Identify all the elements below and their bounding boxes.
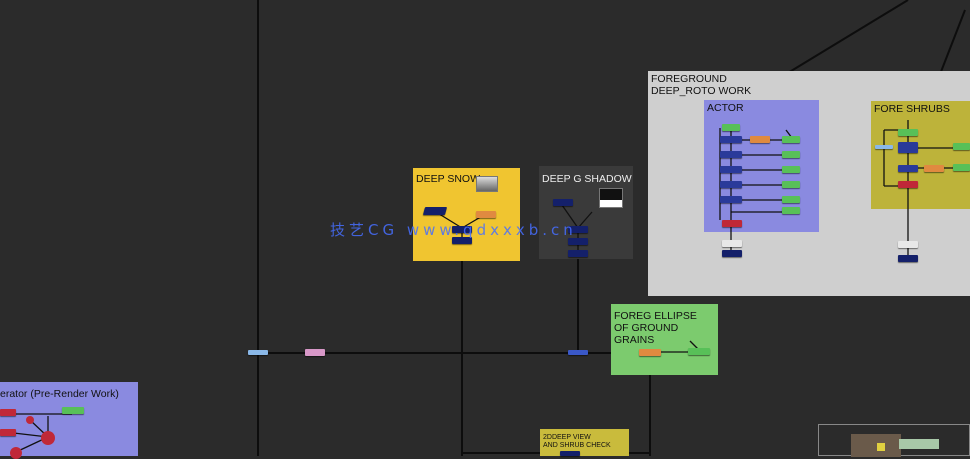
backdrop-generator[interactable]: erator (Pre-Render Work) — [0, 382, 138, 456]
actor-node-green-3[interactable] — [782, 166, 800, 173]
generator-dot-bottom[interactable] — [10, 447, 22, 459]
backdrop-fore-shrubs-label: FORE SHRUBS — [874, 103, 950, 115]
generator-dot-small[interactable] — [26, 416, 34, 424]
backdrop-deep-view[interactable]: 2DDEEP VIEW AND SHRUB CHECK — [540, 429, 629, 456]
shrubs-node-white[interactable] — [898, 241, 918, 248]
deep-shadow-node-merge[interactable] — [568, 226, 588, 233]
backdrop-foreground-label: FOREGROUND DEEP_ROTO WORK — [651, 73, 752, 97]
deep-view-node[interactable] — [560, 451, 580, 456]
backdrop-fore-shrubs[interactable]: FORE SHRUBS — [871, 101, 970, 209]
deep-shadow-node-1[interactable] — [553, 199, 573, 206]
viewer-minimap[interactable] — [818, 424, 970, 457]
shrubs-node-green-2[interactable] — [953, 164, 970, 171]
minimap-node-strip — [899, 439, 939, 449]
minimap-marker-icon — [877, 443, 885, 451]
actor-node-3[interactable] — [720, 166, 742, 173]
main-node-pink[interactable] — [305, 349, 325, 356]
actor-node-1[interactable] — [720, 136, 742, 143]
backdrop-foreground-ellipse-label: FOREG ELLIPSE OF GROUND GRAINS — [614, 310, 697, 346]
shrubs-node-output[interactable] — [898, 255, 918, 262]
shrubs-node-light-blue[interactable] — [875, 145, 893, 149]
ellipse-node-green[interactable] — [688, 348, 710, 355]
shrubs-node-green-top[interactable] — [898, 129, 918, 136]
backdrop-deep-g-shadow-label: DEEP G SHADOW — [542, 173, 632, 185]
actor-node-green-1[interactable] — [782, 136, 800, 143]
main-node-blue[interactable] — [568, 350, 588, 355]
actor-node-green-6[interactable] — [782, 207, 800, 214]
actor-node-green-4[interactable] — [782, 181, 800, 188]
deep-snow-node-orange[interactable] — [476, 211, 496, 218]
generator-node-green[interactable] — [62, 407, 84, 414]
deep-snow-node-output[interactable] — [452, 237, 472, 244]
minimap-region — [851, 434, 901, 457]
actor-node-green-top[interactable] — [722, 124, 740, 131]
generator-node-red-2[interactable] — [0, 429, 16, 436]
actor-node-4[interactable] — [720, 181, 742, 188]
ellipse-node-orange[interactable] — [639, 349, 661, 356]
deep-snow-thumbnail — [476, 176, 498, 192]
backdrop-deep-view-label: 2DDEEP VIEW AND SHRUB CHECK — [543, 434, 611, 449]
watermark: 技艺CG www.qdxxxb.cn — [330, 221, 577, 239]
actor-node-green-5[interactable] — [782, 196, 800, 203]
deep-shadow-thumbnail — [599, 188, 623, 208]
backdrop-deep-g-shadow[interactable]: DEEP G SHADOW — [539, 166, 633, 259]
shrubs-node-orange[interactable] — [924, 165, 944, 172]
shrubs-node-red[interactable] — [898, 181, 918, 188]
deep-shadow-node-output[interactable] — [568, 250, 588, 257]
backdrop-generator-label: erator (Pre-Render Work) — [0, 388, 119, 400]
actor-node-5[interactable] — [720, 196, 742, 203]
main-node-light-blue[interactable] — [248, 350, 268, 355]
backdrop-foreground-ellipse[interactable]: FOREG ELLIPSE OF GROUND GRAINS — [611, 304, 718, 375]
deep-snow-node-1[interactable] — [422, 207, 448, 215]
actor-node-green-2[interactable] — [782, 151, 800, 158]
shrubs-node-blue[interactable] — [898, 142, 918, 153]
deep-shadow-node-2[interactable] — [568, 238, 588, 245]
actor-node-red[interactable] — [722, 220, 742, 227]
generator-dot-large[interactable] — [41, 431, 55, 445]
generator-node-red-1[interactable] — [0, 409, 16, 416]
deep-snow-node-merge[interactable] — [452, 226, 472, 233]
actor-node-orange[interactable] — [750, 136, 770, 143]
actor-node-output[interactable] — [722, 250, 742, 257]
shrubs-node-green-1[interactable] — [953, 143, 970, 150]
backdrop-actor-label: ACTOR — [707, 102, 744, 114]
actor-node-2[interactable] — [720, 151, 742, 158]
shrubs-node-blue-2[interactable] — [898, 165, 918, 172]
actor-node-white[interactable] — [722, 240, 742, 247]
backdrop-deep-snow-label: DEEP SNOW — [416, 173, 480, 185]
